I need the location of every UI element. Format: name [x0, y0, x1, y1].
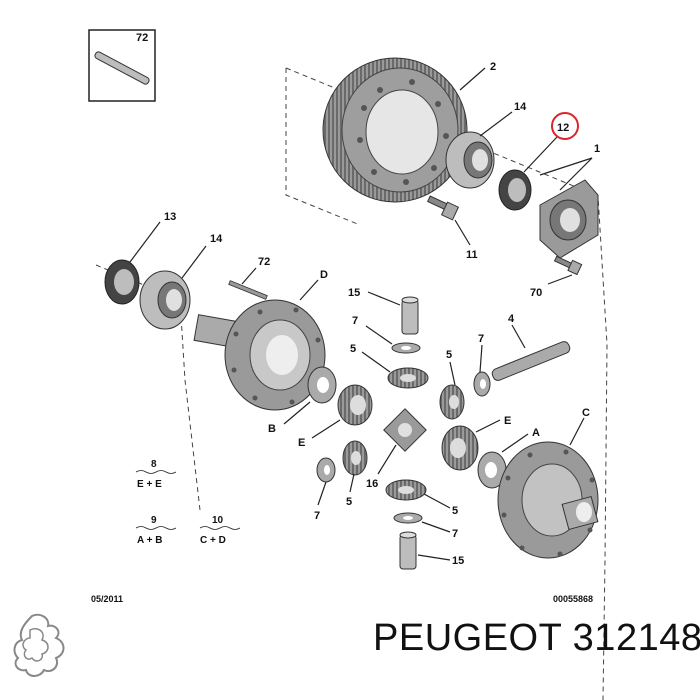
kit-10-number: 10 — [212, 515, 224, 526]
callout-washer-7-tr: 7 — [478, 333, 484, 345]
side-gear-left — [337, 384, 373, 426]
cross-shaft — [491, 341, 571, 381]
differential-spider — [383, 408, 427, 452]
planet-gear-5-bottom — [385, 479, 427, 501]
footer-date: 05/2011 — [91, 594, 123, 604]
callout-bracket: 1 — [594, 143, 600, 155]
callout-seal-left: 13 — [164, 211, 176, 223]
callout-shaft-4: 4 — [508, 313, 515, 325]
brand-part-label: PEUGEOT 312148 — [373, 617, 700, 659]
seal-top — [498, 169, 532, 211]
assembly-outline — [285, 67, 608, 700]
kit-9-number: 9 — [151, 515, 157, 526]
kit-8: 8 E + E — [135, 459, 177, 490]
callout-bolt-11: 11 — [466, 249, 478, 261]
callout-gear-e-left: E — [298, 437, 305, 449]
kit-8-formula: E + E — [137, 479, 162, 490]
washer-7-right — [473, 371, 491, 397]
kit-10-formula: C + D — [200, 535, 226, 546]
callout-gear-e-right: E — [504, 415, 511, 427]
callout-bolt-70: 70 — [530, 287, 542, 299]
side-gear-right — [441, 425, 479, 471]
callout-pin-left: 72 — [258, 256, 270, 268]
callout-gear-5-br: 5 — [452, 505, 458, 517]
pinion-pin-top — [401, 296, 419, 335]
callout-bearing-top: 14 — [514, 101, 527, 113]
case-half-c — [497, 441, 599, 559]
pinion-pin-bottom — [399, 531, 417, 570]
bolt-70 — [553, 255, 583, 276]
callout-pin-15-top: 15 — [348, 287, 360, 299]
bearing-top — [445, 131, 495, 189]
planet-gear-5-left — [342, 440, 368, 476]
highlight-circle — [551, 112, 579, 140]
callout-washer-7-br: 7 — [452, 528, 458, 540]
callout-inset: 72 — [136, 32, 148, 44]
callout-washer-b: B — [268, 423, 276, 435]
callout-seal: 12 — [557, 122, 569, 134]
kit-9-formula: A + B — [137, 535, 162, 546]
seal-left — [104, 259, 140, 305]
kit-10: 10 C + D — [199, 515, 241, 546]
callout-pin-15-bottom: 15 — [452, 555, 464, 567]
planet-gear-5-right — [439, 384, 465, 420]
peugeot-lion-logo — [13, 613, 65, 677]
callout-ring-gear: 2 — [490, 61, 496, 73]
kit-8-number: 8 — [151, 459, 157, 470]
callout-washer-7-bl: 7 — [314, 510, 320, 522]
callout-washer-a: A — [532, 427, 540, 439]
washer-7-top-left — [391, 342, 421, 354]
kit-9: 9 A + B — [135, 515, 177, 546]
pin-72 — [228, 280, 268, 300]
ring-gear — [322, 57, 468, 203]
planet-gear-5-top — [387, 367, 429, 389]
callout-washer-7-tl: 7 — [352, 315, 358, 327]
inset-pin-box: 72 — [88, 29, 156, 102]
case-half-d — [193, 299, 326, 411]
callout-bearing-left: 14 — [210, 233, 223, 245]
callout-gear-5-tr: 5 — [446, 349, 452, 361]
washer-7-bottom — [393, 512, 423, 524]
bearing-left — [139, 270, 191, 330]
callout-spider-16: 16 — [366, 478, 378, 490]
footer-reference: 00055868 — [553, 594, 593, 604]
callout-case-d: D — [320, 269, 328, 281]
thrust-washer-b — [307, 366, 337, 404]
bolt-11 — [427, 195, 460, 221]
callout-gear-5-bl: 5 — [346, 496, 352, 508]
thrust-washer-a — [477, 451, 507, 489]
callout-gear-5-tl: 5 — [350, 343, 356, 355]
washer-7-bottom-left — [316, 457, 336, 483]
bearing-bracket — [539, 179, 599, 259]
callout-case-c: C — [582, 407, 590, 419]
